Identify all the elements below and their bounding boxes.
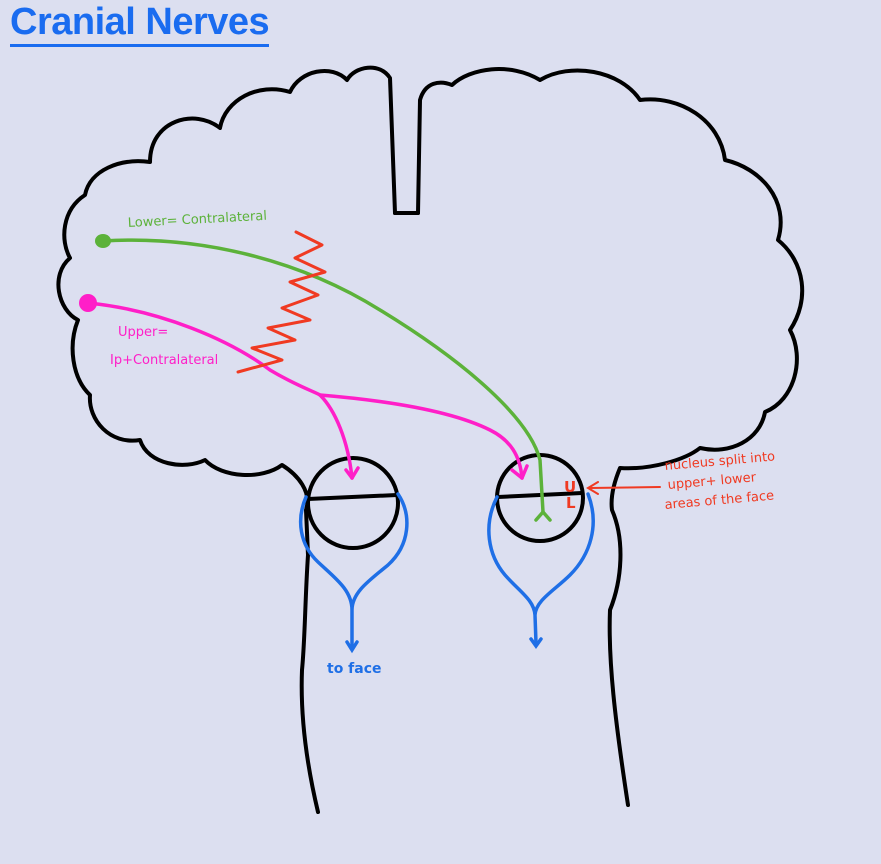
upper-label-line2: Ip+Contralateral bbox=[110, 353, 218, 368]
lower-mark: L bbox=[566, 494, 576, 512]
left-nucleus bbox=[306, 456, 400, 550]
lesion-zigzag bbox=[236, 230, 327, 374]
nucleus-note-line3: areas of the face bbox=[664, 488, 775, 513]
upper-mark: U bbox=[564, 478, 576, 496]
right-facial-nerve bbox=[487, 492, 595, 645]
brain-outline-right bbox=[416, 67, 805, 807]
lower-pathway bbox=[101, 238, 545, 514]
upper-right-fork bbox=[510, 464, 529, 480]
nucleus-note-line1: nucleus split into bbox=[664, 449, 776, 474]
upper-pathway-crossing bbox=[318, 393, 524, 480]
annotation-arrow bbox=[586, 481, 661, 495]
right-facial-arrowhead bbox=[529, 637, 543, 650]
lower-label: Lower= Contralateral bbox=[127, 209, 267, 231]
upper-neuron-body bbox=[79, 294, 97, 312]
left-facial-nerve bbox=[298, 492, 409, 650]
left-facial-arrowhead bbox=[345, 640, 359, 654]
lower-synapse-fork bbox=[534, 510, 552, 522]
right-nucleus-divider bbox=[496, 491, 584, 499]
brain-outline bbox=[56, 65, 397, 814]
lower-neuron-body bbox=[95, 234, 111, 248]
left-nucleus-divider bbox=[306, 493, 399, 501]
upper-label-line1: Upper= bbox=[118, 325, 168, 340]
page-title: Cranial Nerves bbox=[10, 0, 270, 47]
upper-left-fork bbox=[344, 466, 360, 480]
to-face-label: to face bbox=[327, 661, 382, 677]
nucleus-note-line2: upper+ lower bbox=[667, 470, 757, 493]
upper-pathway bbox=[86, 301, 354, 480]
